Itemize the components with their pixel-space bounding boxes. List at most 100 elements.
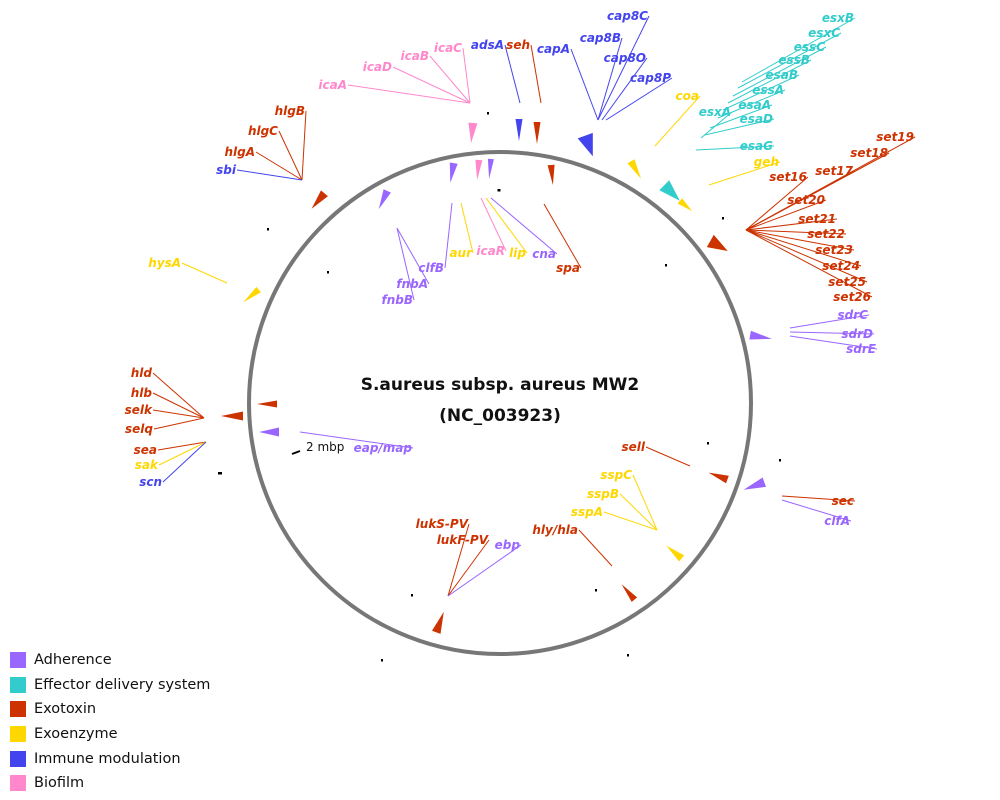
gene-label-cap8b: cap8B [580, 31, 621, 45]
gene-label-hld: hld [131, 366, 153, 380]
connector-eap-map [299, 431, 414, 449]
connector-fnbb [396, 227, 415, 301]
connector-capa [570, 48, 599, 121]
connector-hlgb [301, 110, 307, 181]
gene-label-hysa: hysA [148, 256, 181, 270]
gene-label-hly-hla: hly/hla [532, 523, 578, 537]
connector-hly-hla [578, 529, 613, 567]
genome-title: S.aureus subsp. aureus MW2 [361, 375, 640, 395]
marker-cna [487, 158, 494, 179]
scale-marker-tick [291, 450, 301, 455]
connector-sea [157, 441, 207, 451]
gene-label-cap8p: cap8P [630, 71, 671, 85]
legend-label-exotoxin: Exotoxin [34, 701, 97, 718]
legend-label-biofilm: Biofilm [34, 775, 85, 792]
connector-essa [717, 89, 786, 119]
marker-eap [259, 427, 279, 437]
tick-marks [218, 112, 781, 662]
connector-cap8c [597, 15, 650, 121]
genome-accession: (NC_003923) [439, 406, 561, 426]
marker-clfb [449, 162, 458, 183]
marker-fnb [378, 189, 391, 210]
connector-set26 [745, 229, 873, 298]
gene-label-aur: aur [449, 246, 473, 260]
connector-luks-pv [447, 523, 470, 597]
connector-clfb [444, 202, 453, 269]
connector-sec [781, 495, 856, 502]
gene-label-set17: set17 [815, 164, 853, 178]
gene-label-essb: essB [778, 53, 810, 67]
marker-set [706, 234, 728, 251]
connector-sdre [789, 335, 878, 350]
marker-cap [577, 132, 593, 157]
gene-label-sak: sak [135, 458, 159, 472]
gene-label-cap8o: cap8O [604, 51, 646, 65]
marker-ess [659, 180, 680, 201]
marker-geh [677, 198, 693, 212]
connector-sell [645, 446, 691, 467]
connector-seh [530, 44, 542, 104]
connector-hlb [152, 392, 205, 419]
marker-sdr [749, 330, 772, 340]
tick-mark [327, 271, 329, 274]
connector-sdrc [789, 314, 870, 329]
connector-cap8p [605, 77, 673, 121]
gene-label-fnba: fnbA [396, 277, 428, 291]
gene-label-capa: capA [537, 42, 570, 56]
connector-sspa [603, 511, 658, 531]
connector-essb [727, 59, 812, 104]
gene-label-clfb: clfB [418, 261, 444, 275]
marker-adsa [515, 119, 523, 141]
connector-fnba [396, 227, 430, 285]
marker-seh [533, 122, 541, 144]
connector-sak [158, 441, 207, 466]
marker-spa [547, 164, 555, 185]
gene-label-set22: set22 [807, 227, 845, 241]
gene-label-ebp: ebp [495, 538, 521, 552]
gene-label-icad: icaD [363, 60, 392, 74]
gene-label-icaa: icaA [318, 78, 347, 92]
tick-mark [665, 264, 667, 267]
genome-circle [247, 150, 753, 656]
connector-sdrd [789, 331, 875, 335]
gene-label-cap8c: cap8C [607, 9, 648, 23]
connector-set22 [745, 229, 847, 235]
legend-label-exoenzyme: Exoenzyme [34, 726, 118, 743]
legend-item-immune: Immune modulation [10, 746, 310, 771]
connector-hld [152, 372, 205, 419]
marker-icar [475, 159, 483, 180]
marker-sec-clfa [743, 477, 766, 490]
marker-ssp [666, 545, 685, 562]
gene-label-set20: set20 [787, 193, 825, 207]
connector-selq [153, 417, 205, 430]
marker-hla [621, 584, 638, 602]
gene-label-scn: scn [139, 475, 162, 489]
tick-mark [267, 228, 269, 231]
gene-label-esag: esaG [740, 139, 773, 153]
gene-label-sea: sea [134, 443, 157, 457]
gene-label-lip: lip [509, 246, 526, 260]
legend: Adherence Effector delivery system Exoto… [10, 648, 310, 796]
gene-label-sec: sec [832, 494, 854, 508]
gene-label-fnbb: fnbB [382, 293, 414, 307]
gene-label-sspb: sspB [587, 487, 619, 501]
gene-label-esab: esaB [765, 68, 798, 82]
tick-mark [722, 217, 724, 220]
connector-set25 [745, 229, 868, 283]
marker-hlg [311, 190, 328, 209]
gene-label-set25: set25 [828, 275, 866, 289]
connector-sspc [632, 474, 658, 531]
marker-ica [468, 122, 478, 143]
gene-markers [221, 119, 772, 634]
gene-label-sbi: sbi [216, 163, 237, 177]
tick-mark [779, 459, 781, 462]
connector-essc [732, 46, 827, 97]
gene-label-lukf-pv: lukF-PV [437, 533, 490, 547]
connector-clfa [781, 499, 852, 522]
connector-set17 [745, 170, 855, 231]
connector-esxc [737, 32, 842, 89]
tick-mark [218, 472, 222, 475]
tick-mark [411, 594, 413, 597]
